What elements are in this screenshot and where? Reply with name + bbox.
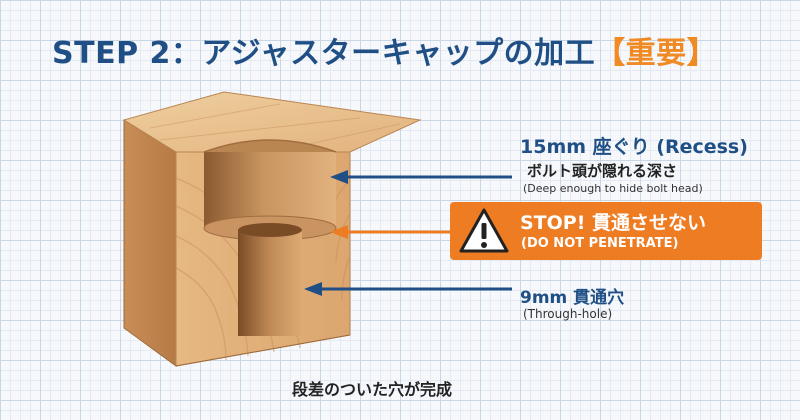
recess-description-en: (Deep enough to hide bolt head) bbox=[523, 182, 703, 195]
recess-description: ボルト頭が隠れる深さ bbox=[527, 162, 678, 180]
through-hole-arrow bbox=[304, 282, 512, 296]
stop-arrow bbox=[330, 225, 450, 239]
block-bottom-edge bbox=[175, 334, 351, 367]
through-hole-wall bbox=[238, 230, 302, 336]
recess-rim bbox=[203, 139, 337, 153]
title-accent: 【重要】 bbox=[595, 36, 718, 71]
stop-label-en: (DO NOT PENETRATE) bbox=[521, 236, 679, 251]
page-title: STEP 2：アジャスターキャップの加工【重要】 bbox=[52, 28, 717, 72]
caption: 段差のついた穴が完成 bbox=[292, 380, 453, 399]
block-side-face bbox=[123, 119, 177, 367]
recess-arrow bbox=[330, 170, 512, 184]
recess-label: 15mm 座ぐり (Recess) bbox=[520, 136, 748, 158]
recess-bore-wall bbox=[204, 152, 336, 228]
through-hole-label: 9mm 貫通穴 bbox=[520, 288, 625, 308]
stop-label: STOP! 貫通させない bbox=[520, 212, 707, 234]
through-hole-label-en: (Through-hole) bbox=[523, 307, 613, 321]
title-main: STEP 2：アジャスターキャップの加工 bbox=[52, 36, 596, 71]
through-hole-opening bbox=[238, 223, 302, 237]
block-top-face bbox=[122, 91, 422, 153]
stop-warning-box bbox=[450, 202, 762, 260]
top-grain-lines bbox=[149, 103, 401, 147]
warning-triangle-icon bbox=[459, 208, 509, 253]
